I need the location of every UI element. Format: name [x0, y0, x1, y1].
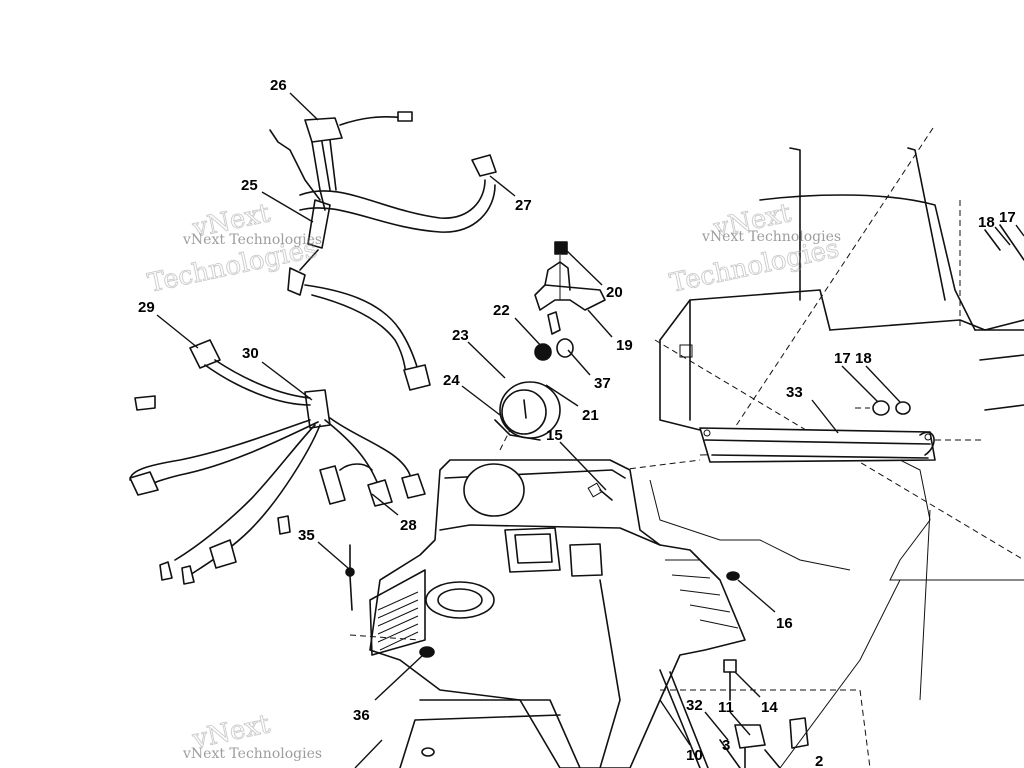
- watermark-small-text: vNext Technologies: [701, 229, 841, 245]
- callout-32: 32: [686, 697, 703, 714]
- callout-23: 23: [452, 327, 469, 344]
- wire-harness-upper: [269, 111, 497, 391]
- callout-28: 28: [400, 517, 417, 534]
- vent-slots: [377, 559, 739, 651]
- bracket-part-19: [534, 241, 606, 361]
- callout-33: 33: [786, 384, 803, 401]
- callout-35: 35: [298, 527, 315, 544]
- watermark-right-top: Technologies vNext vNext Technologies: [667, 198, 842, 300]
- callout-30: 30: [242, 345, 259, 362]
- leader-lines: [156, 92, 1024, 768]
- watermark-left-top: Technologies vNext vNext Technologies: [145, 198, 322, 300]
- callout-17a: 17: [834, 350, 851, 367]
- console-body: [349, 429, 871, 768]
- callout-18a: 18: [855, 350, 872, 367]
- callout-15: 15: [546, 427, 563, 444]
- watermark-left-bottom: vNext vNext Technologies: [182, 709, 322, 762]
- gauge-part-23: [494, 381, 561, 441]
- callout-labels: 26 27 25 20 19 22 37 21 23 24 29 30 15 2…: [138, 77, 1016, 768]
- callout-3: 3: [722, 737, 730, 754]
- watermark-small-text: vNext Technologies: [182, 232, 322, 248]
- callout-29: 29: [138, 299, 155, 316]
- hardware-bottom: [719, 571, 809, 768]
- callout-11: 11: [718, 699, 734, 716]
- callout-16: 16: [776, 615, 793, 632]
- callout-20: 20: [606, 284, 623, 301]
- callout-27: 27: [515, 197, 532, 214]
- callout-25: 25: [241, 177, 258, 194]
- callout-17b: 17: [999, 209, 1016, 226]
- callout-36: 36: [353, 707, 370, 724]
- callout-21: 21: [582, 407, 599, 424]
- callout-26: 26: [270, 77, 287, 94]
- rail-part-33: [699, 400, 936, 463]
- watermark-small-text: vNext Technologies: [182, 746, 322, 762]
- callout-37: 37: [594, 375, 611, 392]
- callout-24: 24: [443, 372, 460, 389]
- wire-harness-lower: [129, 339, 426, 611]
- callout-2: 2: [815, 753, 823, 768]
- callout-19: 19: [616, 337, 633, 354]
- callout-14: 14: [761, 699, 778, 716]
- callout-10: 10: [686, 747, 703, 764]
- callout-22: 22: [493, 302, 510, 319]
- callout-18b: 18: [978, 214, 995, 231]
